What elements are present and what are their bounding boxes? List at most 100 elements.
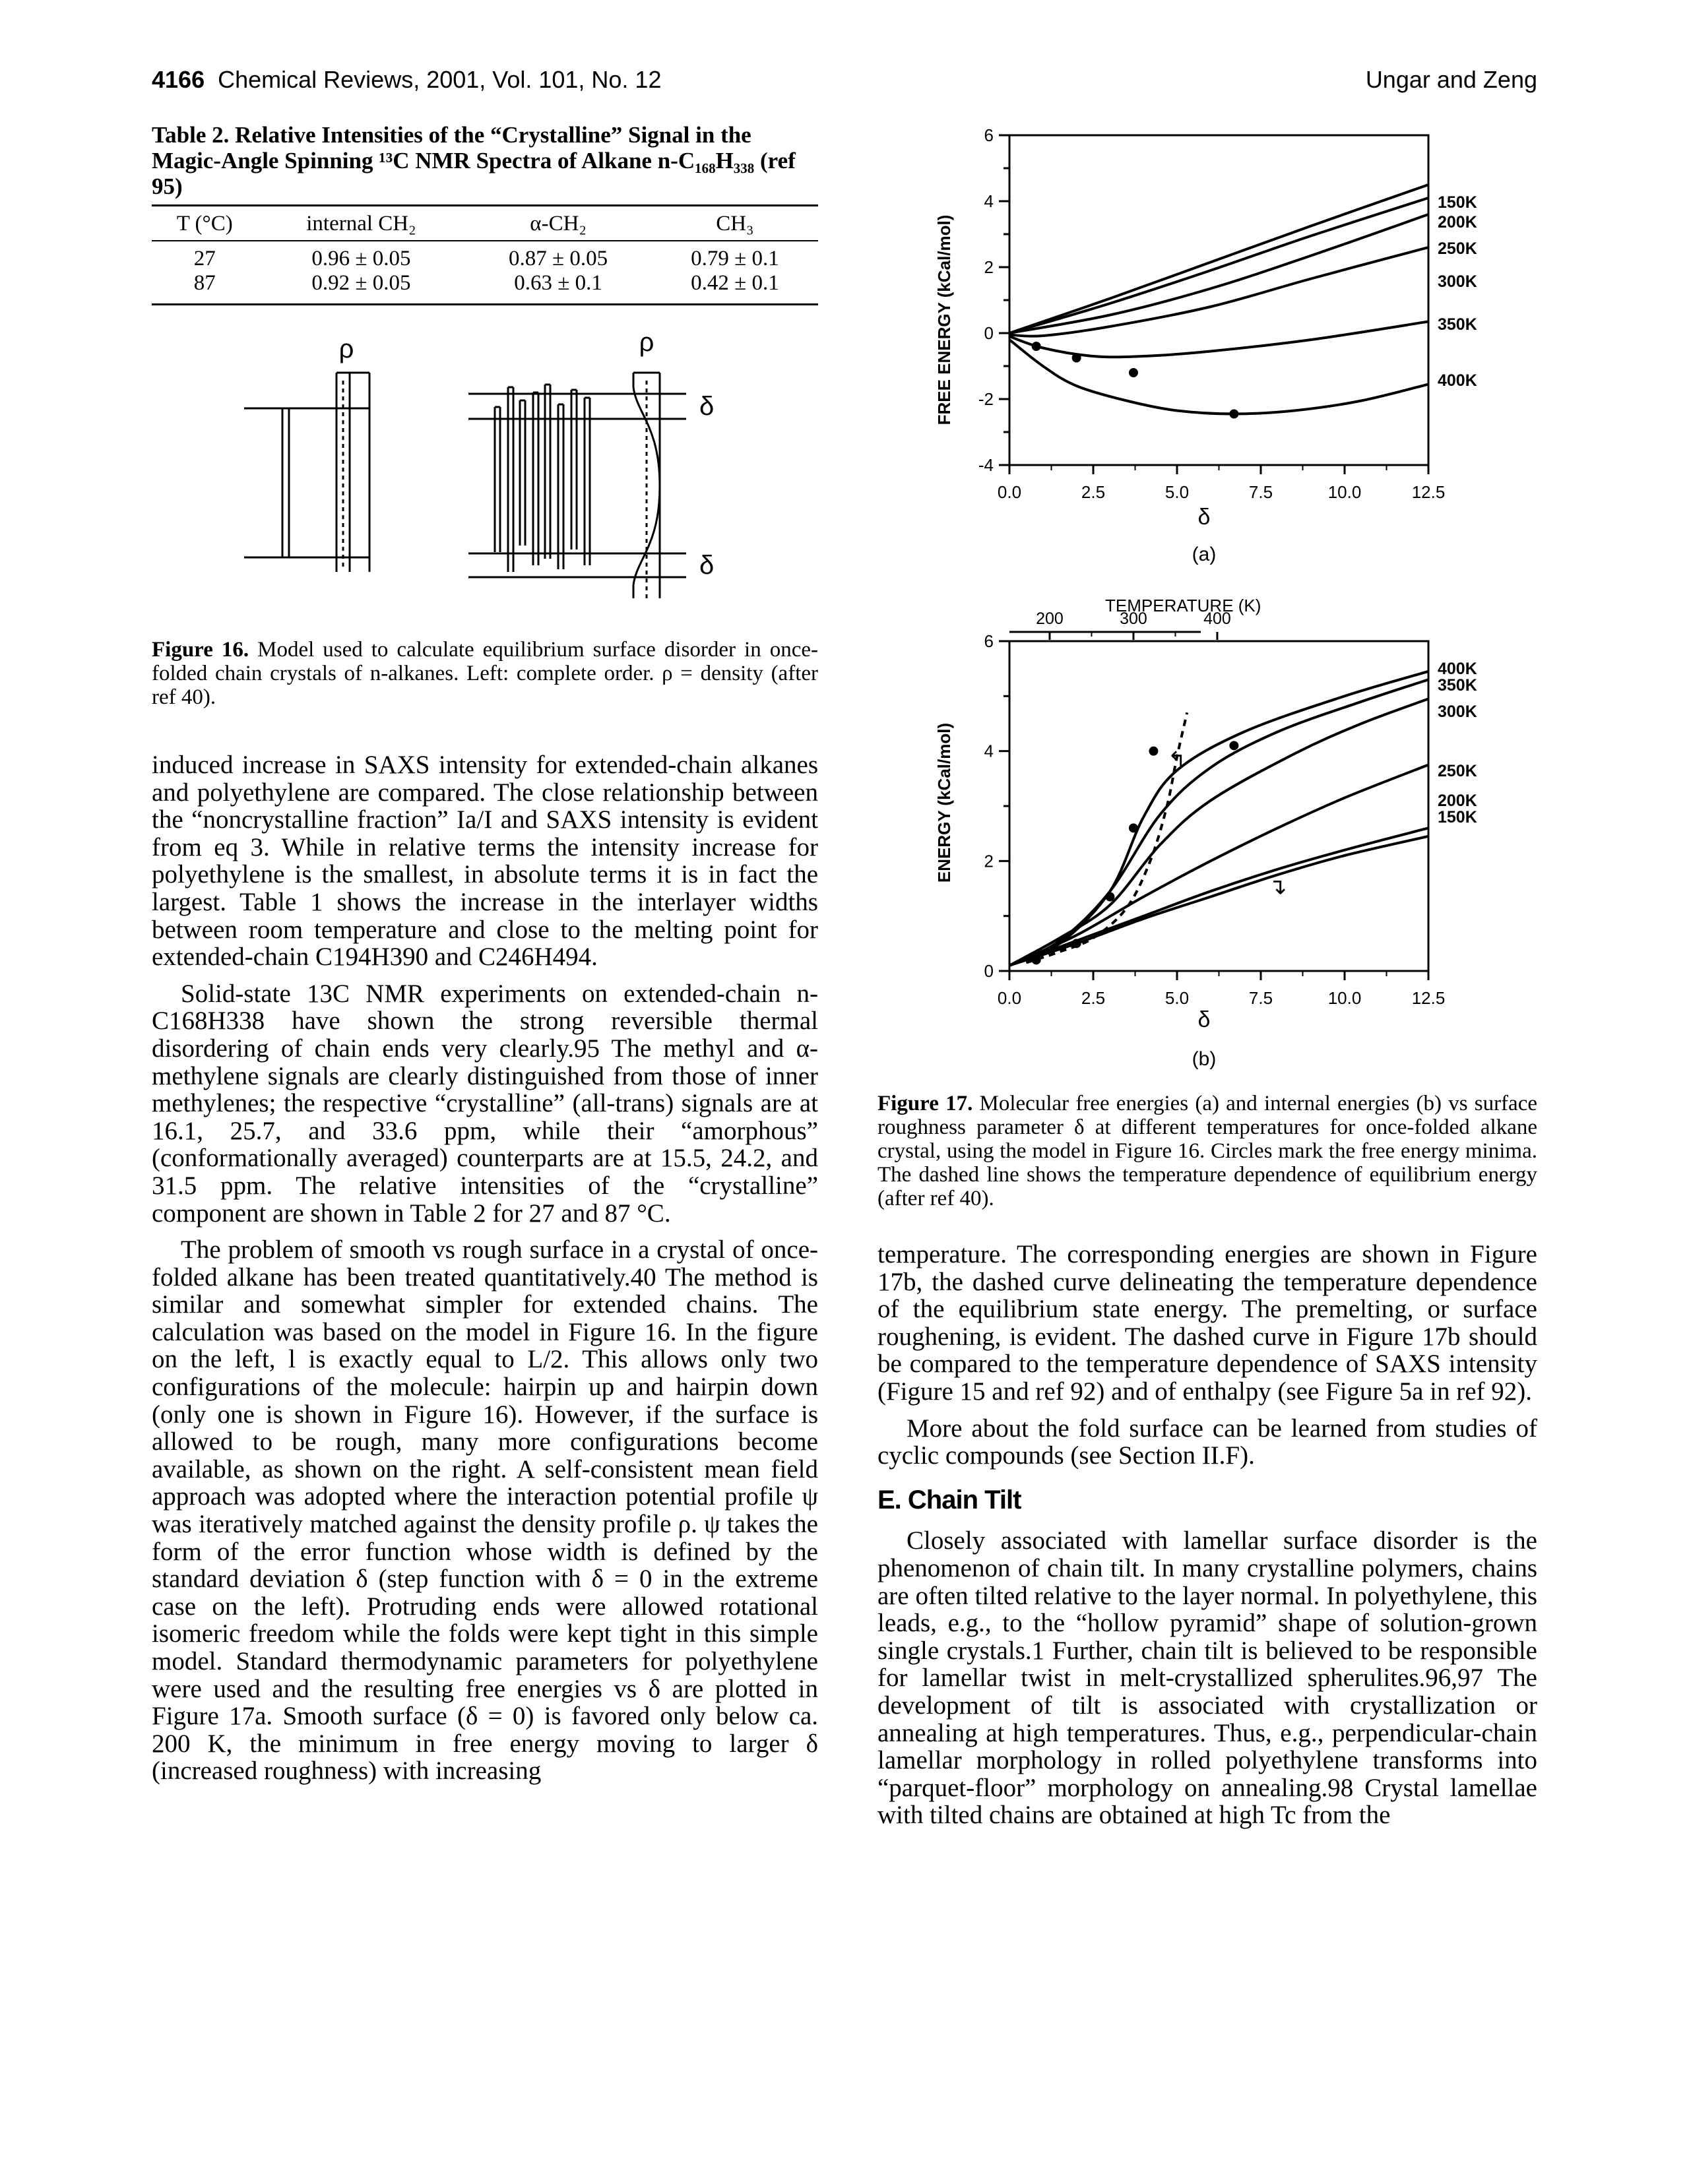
x-tick-label: 10.0 [1328, 482, 1362, 502]
figure-16-diagram: ρ ρ δ δ [244, 328, 714, 598]
fig16-right-chains [494, 383, 591, 572]
fig17b-x-axis-label: δ [1198, 1007, 1211, 1032]
right-body: temperature. The corresponding energies … [877, 1241, 1537, 1829]
minimum-marker [1229, 409, 1239, 419]
series-line-200K [1009, 197, 1429, 334]
fig16-caption-label: Figure 16. [152, 638, 249, 662]
fig16-rho-left: ρ [339, 334, 354, 363]
y-tick-label: 0 [984, 323, 994, 343]
fig17b-top-axis-label: TEMPERATURE (K) [1105, 596, 1261, 615]
x-tick-label: 0.0 [998, 482, 1021, 502]
series-line-400K [1009, 670, 1429, 967]
minimum-marker [1149, 746, 1159, 756]
x-tick-label: 7.5 [1249, 482, 1273, 502]
fig16-left-step [336, 371, 371, 572]
top-tick-label: 200 [1036, 609, 1064, 628]
fig16-left-hairpin [281, 407, 290, 557]
fig17-caption-text: Molecular free energies (a) and internal… [877, 1092, 1537, 1210]
series-line-300K [1009, 697, 1429, 967]
header-left: 4166 Chemical Reviews, 2001, Vol. 101, N… [152, 66, 661, 94]
arrow-down-icon: ↴ [1268, 874, 1287, 899]
table-2-grid: T (°C) internal CH₂ α-CH₂ CH₃ 27 0.96 ± … [152, 204, 818, 305]
x-tick-label: 2.5 [1081, 988, 1105, 1008]
figure-17b-chart: TEMPERATURE (K) ENERGY (kCal/mol) 0.0 2.5… [934, 596, 1477, 1070]
paragraph: Solid-state 13C NMR experiments on exten… [152, 979, 818, 1228]
fig16-left-density-profile [335, 373, 351, 572]
fig17a-y-axis-label: FREE ENERGY (kCal/mol) [934, 215, 954, 425]
legend-label-350K: 350K [1438, 676, 1477, 695]
fig16-right-frame [633, 371, 661, 598]
fig16-delta-top: δ [699, 392, 714, 421]
paragraph: Closely associated with lamellar surface… [877, 1526, 1537, 1830]
table-cell: 0.96 ± 0.05 [311, 247, 411, 270]
table-cell: 0.92 ± 0.05 [257, 271, 465, 305]
paragraph: induced increase in SAXS intensity for e… [152, 751, 818, 972]
series-line-250K [1009, 763, 1429, 967]
top-tick-label: 400 [1203, 609, 1231, 628]
table-cell: 0.42 ± 0.1 [651, 271, 818, 305]
minimum-marker [1031, 955, 1041, 965]
fig17-caption-label: Figure 17. [877, 1092, 973, 1115]
y-tick-label: -4 [978, 455, 994, 475]
x-tick-label: 12.5 [1412, 988, 1446, 1008]
minimum-marker [1071, 939, 1081, 949]
series-line-400K [1008, 338, 1429, 416]
page-number: 4166 [152, 66, 205, 93]
table-col-header: internal CH₂ [257, 204, 465, 241]
y-tick-label: -2 [978, 389, 994, 409]
fig16-delta-bottom: δ [699, 551, 714, 580]
arrow-up-icon: ↰ [1168, 748, 1187, 773]
header-authors: Ungar and Zeng [1365, 66, 1537, 93]
series-line-250K [1009, 213, 1429, 334]
table-col-header: CH₃ [651, 204, 818, 241]
section-heading: E. Chain Tilt [877, 1485, 1021, 1514]
legend-label-350K: 350K [1438, 315, 1477, 334]
fig17b-panel-label: (b) [1192, 1048, 1217, 1070]
legend-label-300K: 300K [1438, 272, 1477, 291]
minimum-marker [1031, 342, 1041, 351]
table-cell: 0.63 ± 0.1 [464, 271, 652, 305]
table-cell: 0.87 ± 0.05 [509, 247, 608, 270]
x-tick-label: 10.0 [1328, 988, 1362, 1008]
paragraph: temperature. The corresponding energies … [877, 1240, 1537, 1406]
left-body: induced increase in SAXS intensity for e… [152, 751, 818, 1785]
legend-label-400K: 400K [1438, 371, 1477, 390]
minimum-marker [1071, 353, 1081, 363]
running-header: 4166 Chemical Reviews, 2001, Vol. 101, N… [152, 66, 1537, 106]
plot-frame [1008, 134, 1430, 466]
series-line-150K [1009, 183, 1429, 334]
y-tick-label: 6 [984, 631, 994, 651]
fig17a-panel-label: (a) [1192, 544, 1217, 565]
y-tick-label: 4 [984, 191, 994, 211]
equilibrium-dashed-curve [1025, 712, 1189, 964]
left-column: Table 2. Relative Intensities of the “Cr… [152, 122, 818, 1785]
fig17b-y-axis-label: ENERGY (kCal/mol) [934, 723, 954, 883]
table-cell: 0.79 ± 0.1 [691, 247, 779, 270]
x-tick-label: 0.0 [998, 988, 1021, 1008]
table-cell: 27 [193, 247, 216, 270]
legend-label-250K: 250K [1438, 239, 1477, 258]
paragraph: The problem of smooth vs rough surface i… [152, 1235, 818, 1786]
table-header-row: T (°C) internal CH₂ α-CH₂ CH₃ [152, 204, 818, 241]
table-row: 27 0.96 ± 0.05 0.87 ± 0.05 0.79 ± 0.1 [152, 241, 818, 271]
legend-label-150K: 150K [1438, 808, 1477, 827]
fig16-rho-right: ρ [639, 328, 654, 357]
paragraph: More about the fold surface can be learn… [877, 1414, 1537, 1470]
legend-label-150K: 150K [1438, 193, 1477, 212]
figure-17-caption: Figure 17. Molecular free energies (a) a… [877, 1092, 1537, 1210]
table-col-header: T (°C) [152, 204, 258, 241]
series-line-350K [1009, 320, 1429, 359]
table-2: Table 2. Relative Intensities of the “Cr… [152, 122, 818, 305]
table-col-header: α-CH₂ [464, 204, 652, 241]
x-tick-label: 7.5 [1249, 988, 1273, 1008]
minimum-marker [1128, 368, 1138, 377]
series-line-300K [1009, 246, 1429, 338]
legend-label-200K: 200K [1438, 213, 1477, 232]
table-cell: 87 [152, 271, 258, 305]
figure-16-caption: Figure 16. Model used to calculate equil… [152, 638, 818, 709]
